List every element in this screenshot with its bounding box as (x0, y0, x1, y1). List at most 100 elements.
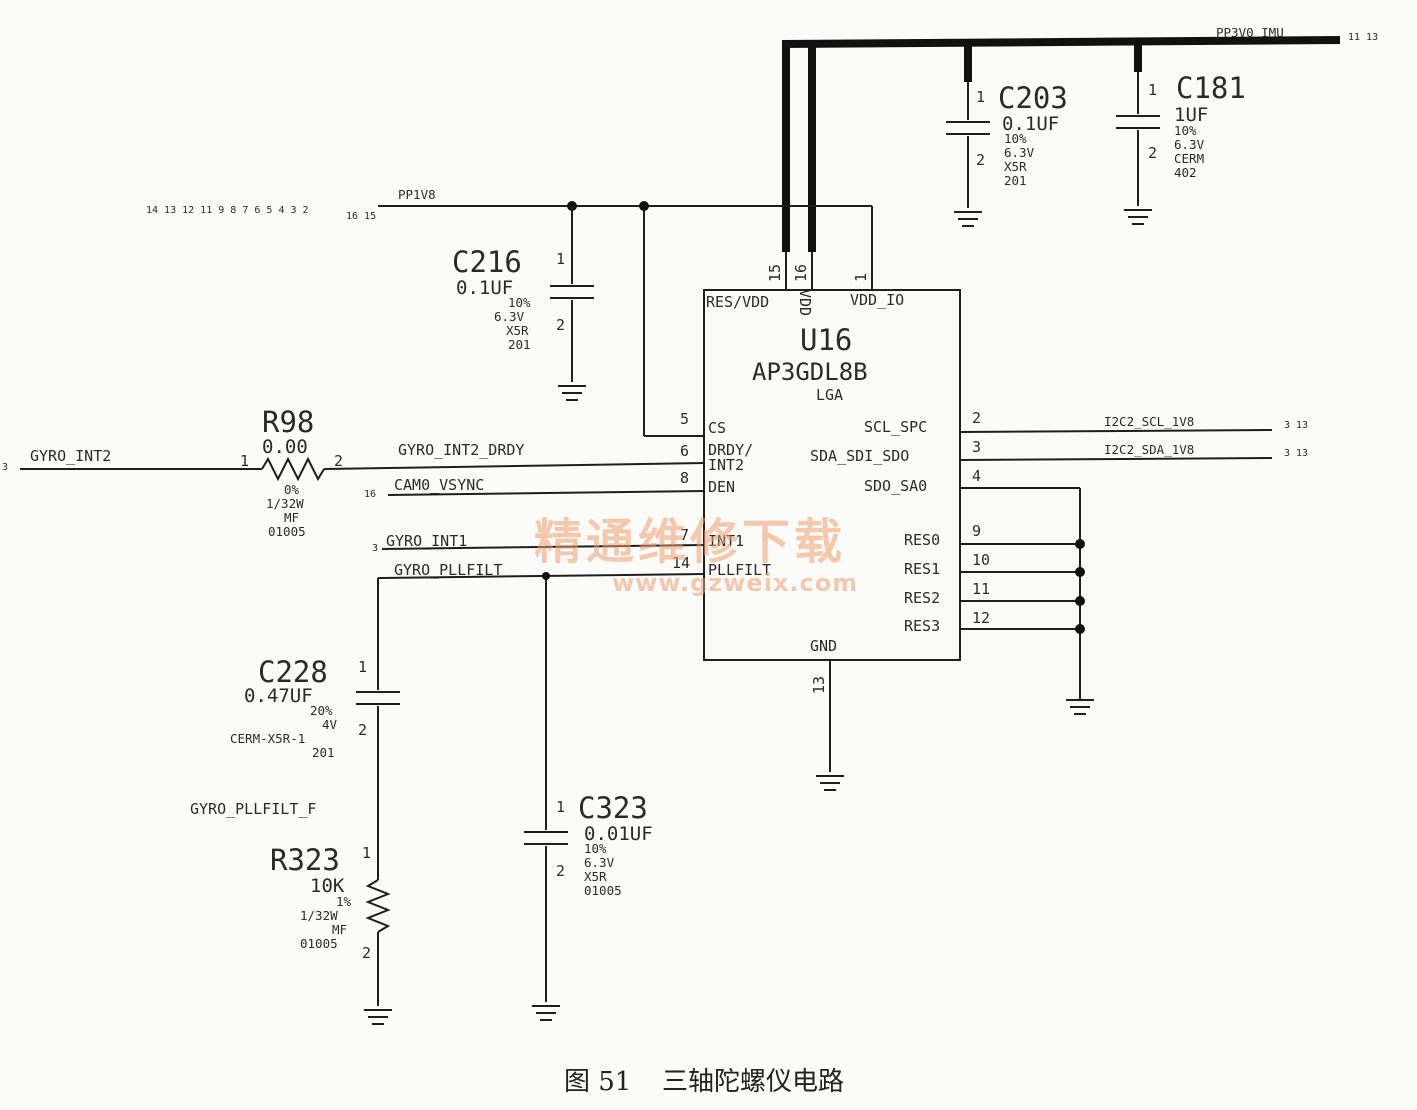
cam0-vsync-wire (387, 490, 705, 496)
r323-pin2: 2 (362, 944, 371, 962)
r98-ref: R98 (262, 405, 314, 439)
u16-pinnum-3: 3 (972, 438, 981, 456)
res-ground-net (960, 487, 1094, 715)
u16-pinnum-13: 13 (810, 676, 828, 694)
c216-pin1: 1 (556, 250, 565, 268)
c216-tol: 10% (508, 295, 531, 310)
c323-pin1: 1 (556, 798, 565, 816)
r323-tol: 1% (336, 894, 352, 909)
i2c-scl-label: I2C2_SCL_1V8 (1104, 414, 1194, 429)
c228-tol: 20% (310, 703, 333, 718)
u16-pinnum-14: 14 (672, 554, 690, 572)
u16-pin-sdo: SDO_SA0 (864, 477, 927, 495)
u16-pinnum-10: 10 (972, 551, 990, 569)
c181-pin1: 1 (1148, 81, 1157, 99)
u16-pin-sda: SDA_SDI_SDO (810, 447, 909, 465)
c228-size: 201 (312, 745, 335, 760)
c181-dielectric: CERM (1174, 151, 1204, 166)
u16-pin-res0: RES0 (904, 531, 940, 549)
c228-pin2: 2 (358, 721, 367, 739)
r98-value: 0.00 (262, 436, 308, 458)
u16-pin-res-vdd: RES/VDD (706, 293, 769, 311)
r323-power: 1/32W (300, 908, 338, 923)
r98-type: MF (284, 510, 299, 525)
pp1v8-ref-a: 14 13 12 11 9 8 7 6 5 4 3 2 (146, 205, 309, 216)
pp3v0-net-label: PP3V0_IMU (1216, 25, 1284, 40)
c203-size: 201 (1004, 173, 1027, 188)
u16-pinnum-2: 2 (972, 409, 981, 427)
watermark-url: www.gzweix.com (612, 569, 858, 597)
c203-tol: 10% (1004, 131, 1027, 146)
gyro-pllfilt-f-label: GYRO_PLLFILT_F (190, 800, 316, 818)
c181-size: 402 (1174, 165, 1197, 180)
u16-pin-res1: RES1 (904, 560, 940, 578)
gyro-int2-ref: 3 (2, 462, 8, 473)
u16-pin-cs: CS (708, 419, 726, 437)
watermark-text: 精通维修下载 (534, 514, 846, 570)
u16-pin-int1: INT1 (708, 532, 744, 550)
r323-type: MF (332, 922, 347, 937)
r98-power: 1/32W (266, 496, 304, 511)
r98-tol: 0% (284, 482, 300, 497)
c203-volt: 6.3V (1004, 145, 1035, 160)
c323-size: 01005 (584, 883, 622, 898)
r98-pin2: 2 (334, 452, 343, 470)
c181-volt: 6.3V (1174, 137, 1205, 152)
c216-size: 201 (508, 337, 531, 352)
c228-volt: 4V (322, 717, 338, 732)
c323-tol: 10% (584, 841, 607, 856)
figure-title: 三轴陀螺仪电路 (662, 1067, 844, 1097)
gyro-pllfilt-label: GYRO_PLLFILT (394, 561, 502, 579)
pp3v0-ref: 11 13 (1348, 32, 1378, 43)
c181-capacitor (1116, 72, 1160, 225)
c323-pin2: 2 (556, 862, 565, 880)
gyro-int2-label: GYRO_INT2 (30, 447, 111, 465)
c181-value: 1UF (1174, 104, 1208, 126)
figure-number: 图 51 (564, 1067, 631, 1097)
u16-pin-vdd: VDD (796, 289, 814, 316)
u16-pinnum-16: 16 (792, 264, 810, 282)
u16-pinnum-9: 9 (972, 522, 981, 540)
u16-pin-vdd-io: VDD_IO (850, 291, 904, 309)
c203-dielectric: X5R (1004, 159, 1027, 174)
c203-pin2: 2 (976, 151, 985, 169)
u16-pinnum-5: 5 (680, 410, 689, 428)
u16-package: LGA (816, 386, 843, 404)
c203-ref: C203 (998, 81, 1068, 115)
r323-value: 10K (310, 875, 345, 897)
c216-volt: 6.3V (494, 309, 525, 324)
pllfilt-net (377, 572, 705, 830)
r323-ref: R323 (270, 843, 340, 877)
c323-dielectric: X5R (584, 869, 607, 884)
u16-pinnum-12: 12 (972, 609, 990, 627)
c323-value: 0.01UF (584, 823, 653, 845)
u16-pin-int2: INT2 (708, 456, 744, 474)
u16-pinnum-6: 6 (680, 442, 689, 460)
u16-pin-res3: RES3 (904, 617, 940, 635)
c203-capacitor (946, 82, 990, 227)
cam0-ref: 16 (364, 489, 376, 500)
r98-pin1: 1 (240, 452, 249, 470)
pp1v8-net-label: PP1V8 (398, 187, 436, 202)
cam0-vsync-label: CAM0_VSYNC (394, 476, 484, 494)
c323-ref: C323 (578, 791, 648, 825)
u16-pin-den: DEN (708, 478, 735, 496)
gyro-int1-ref: 3 (372, 543, 378, 554)
i2c-sda-label: I2C2_SDA_1V8 (1104, 442, 1194, 457)
c181-pin2: 2 (1148, 144, 1157, 162)
gyro-int2-net (20, 456, 705, 482)
c323-volt: 6.3V (584, 855, 615, 870)
u16-pinnum-8: 8 (680, 469, 689, 487)
u16-part: AP3GDL8B (752, 358, 868, 386)
u16-pinnum-4: 4 (972, 467, 981, 485)
r323-pin1: 1 (362, 844, 371, 862)
c203-value: 0.1UF (1002, 113, 1059, 135)
u16-pinnum-15: 15 (766, 264, 784, 282)
u16-pin-pllfilt: PLLFILT (708, 561, 771, 579)
c228-pin1: 1 (358, 658, 367, 676)
u16-pinnum-7: 7 (680, 526, 689, 544)
u16-pin-drdy: DRDY/ (708, 441, 753, 459)
u16-gnd-net (816, 660, 844, 791)
c216-dielectric: X5R (506, 323, 529, 338)
u16-pinnum-1: 1 (852, 273, 870, 282)
